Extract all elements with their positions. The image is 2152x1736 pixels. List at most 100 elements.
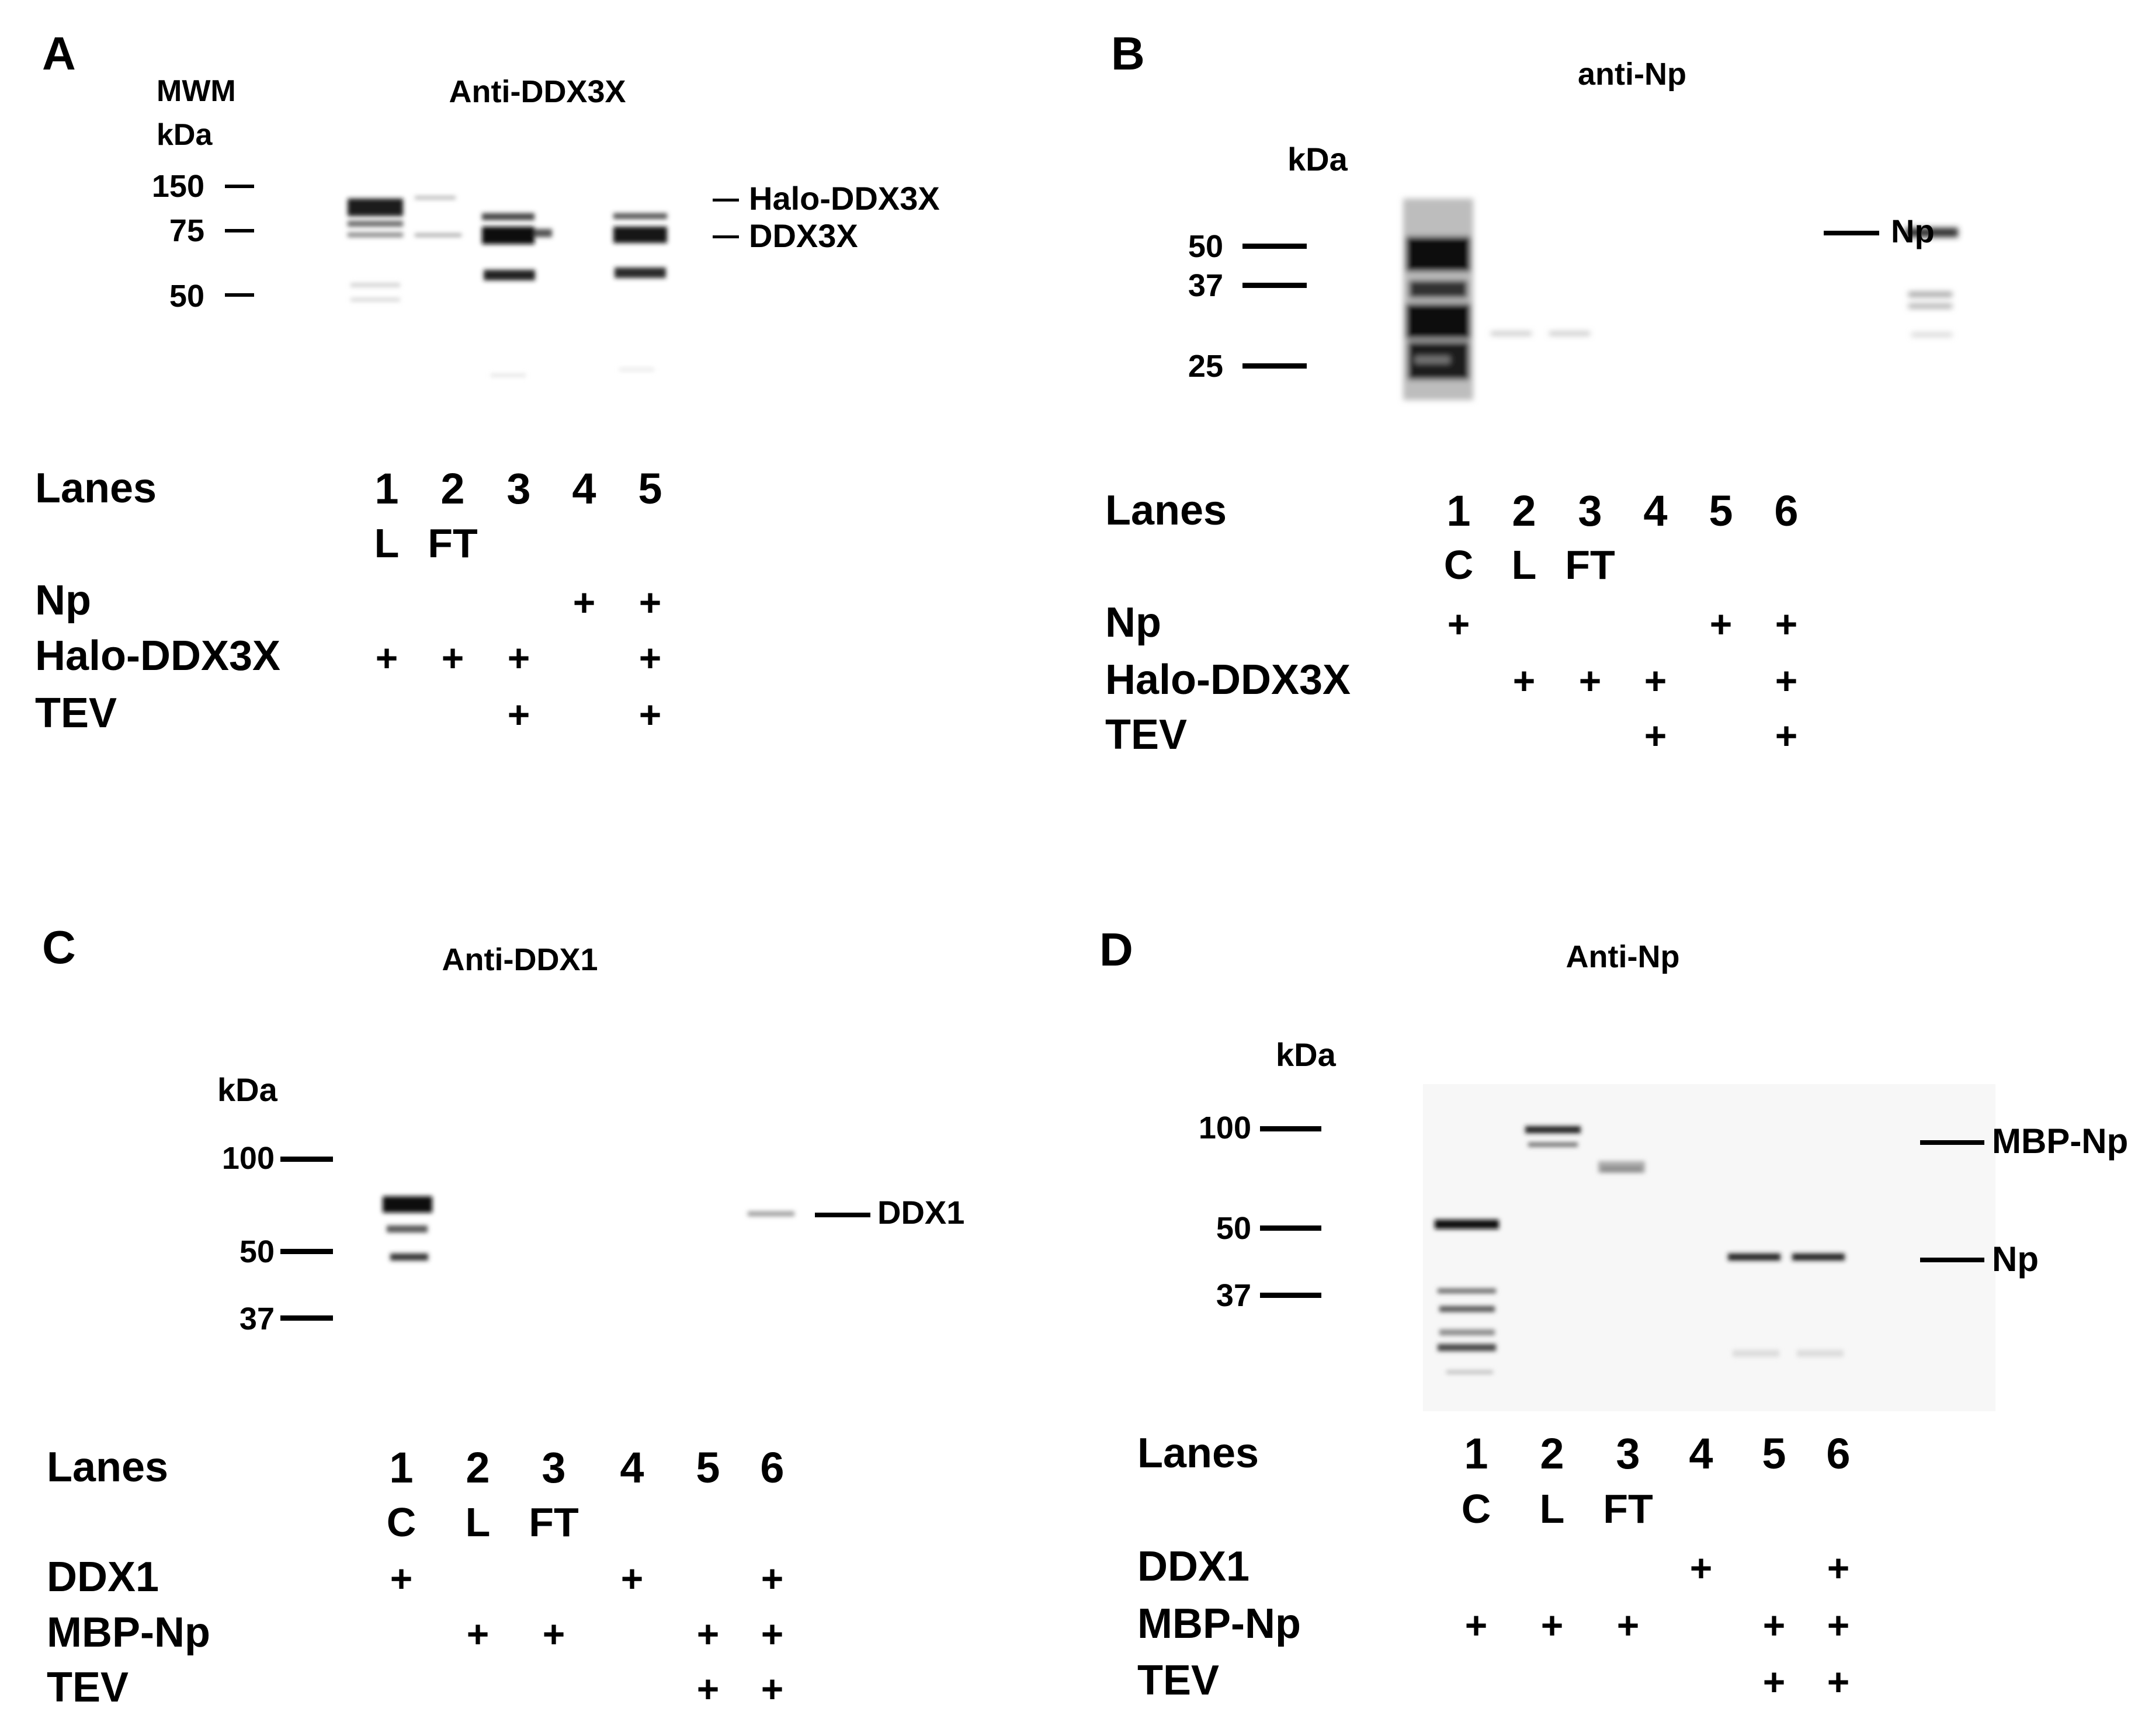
- lane-number: 3: [506, 464, 531, 513]
- condition-mark: +: [507, 693, 530, 736]
- kda-label: kDa: [1276, 1036, 1336, 1073]
- marker-37: 37: [1216, 1278, 1251, 1313]
- marker-100: 100: [221, 1141, 275, 1176]
- lane-number: 6: [760, 1443, 785, 1492]
- condition-mark: +: [1447, 602, 1470, 645]
- row-label-np: Np: [1105, 599, 1161, 646]
- kda-label: kDa: [217, 1071, 277, 1108]
- lane-number: 3: [1578, 487, 1602, 535]
- condition-mark: +: [542, 1612, 565, 1655]
- lane-number: 4: [1689, 1429, 1713, 1478]
- condition-mark: +: [1775, 714, 1798, 757]
- panel-letter: B: [1111, 27, 1145, 79]
- row-label-np: Np: [35, 577, 91, 624]
- lane-type: L: [465, 1499, 491, 1545]
- marker-150: 150: [151, 169, 204, 204]
- lanes-label: Lanes: [47, 1444, 169, 1491]
- marker-50: 50: [169, 279, 204, 314]
- lane-number: 1: [1464, 1429, 1488, 1478]
- lane-number: 3: [1616, 1429, 1640, 1478]
- row-label-tev: TEV: [47, 1664, 129, 1711]
- lane-number: 4: [572, 464, 596, 513]
- kda-label: kDa: [1287, 141, 1348, 178]
- marker-tick: [280, 1315, 333, 1321]
- band-label-ddx1: DDX1: [877, 1194, 965, 1231]
- condition-mark: +: [638, 693, 662, 736]
- lane-type: L: [1511, 542, 1537, 588]
- blot-title: Anti-DDX1: [442, 942, 598, 977]
- lane-number: 1: [374, 464, 399, 513]
- mwm-label: MWM: [157, 74, 236, 108]
- lane-number: 6: [1774, 487, 1799, 535]
- lane-type: C: [1461, 1486, 1491, 1532]
- condition-mark: +: [441, 636, 464, 679]
- marker-tick: [1242, 363, 1307, 369]
- condition-mark: +: [761, 1612, 784, 1655]
- condition-mark: +: [1616, 1603, 1640, 1647]
- row-label-ddx1: DDX1: [1137, 1543, 1250, 1590]
- condition-mark: +: [696, 1667, 720, 1710]
- lane-type: FT: [529, 1499, 579, 1545]
- marker-tick: [1242, 283, 1307, 288]
- lane-number: 6: [1826, 1429, 1851, 1478]
- marker-tick: [1260, 1126, 1321, 1131]
- lane-type: FT: [428, 520, 478, 566]
- lane-number: 5: [1762, 1429, 1786, 1478]
- western-blot-image: [383, 1196, 794, 1261]
- condition-mark: +: [1775, 659, 1798, 702]
- lane-number: 2: [440, 464, 465, 513]
- panel-d: D Anti-Np kDa 100 50 37 MBP-Np N: [1076, 868, 2152, 1736]
- marker-100: 100: [1198, 1110, 1251, 1145]
- condition-mark: +: [1827, 1660, 1850, 1703]
- western-blot-image: [1423, 1084, 1995, 1411]
- condition-mark: +: [761, 1557, 784, 1600]
- marker-37: 37: [239, 1301, 275, 1336]
- condition-mark: +: [572, 581, 596, 624]
- panel-letter: D: [1099, 923, 1133, 975]
- lane-number: 3: [542, 1443, 566, 1492]
- lanes-label: Lanes: [1137, 1430, 1259, 1477]
- marker-50: 50: [1188, 229, 1223, 264]
- condition-mark: +: [696, 1612, 720, 1655]
- lane-number: 4: [1643, 487, 1668, 535]
- lane-number: 2: [466, 1443, 490, 1492]
- lane-type: FT: [1603, 1486, 1653, 1532]
- row-label-tev: TEV: [35, 690, 117, 737]
- condition-mark: +: [620, 1557, 644, 1600]
- condition-mark: +: [390, 1557, 413, 1600]
- lane-number: 5: [638, 464, 662, 513]
- band-pointer: [713, 199, 739, 202]
- marker-tick: [1260, 1293, 1321, 1298]
- blot-title: Anti-DDX3X: [449, 74, 626, 109]
- band-label-halo-ddx3x: Halo-DDX3X: [749, 180, 940, 217]
- condition-mark: +: [1512, 659, 1536, 702]
- band-label-np: Np: [1992, 1239, 2039, 1279]
- western-blot-image: [348, 196, 667, 377]
- lanes-label: Lanes: [35, 465, 157, 512]
- marker-37: 37: [1188, 268, 1223, 303]
- marker-tick: [1260, 1225, 1321, 1231]
- condition-mark: +: [1540, 1603, 1564, 1647]
- condition-mark: +: [1827, 1603, 1850, 1647]
- lane-number: 4: [620, 1443, 644, 1492]
- band-pointer: [1920, 1258, 1984, 1262]
- panel-a: A Anti-DDX3X MWM kDa 150 75 50: [0, 0, 1076, 868]
- row-label-halo-ddx3x: Halo-DDX3X: [35, 633, 281, 679]
- lane-number: 1: [1446, 487, 1471, 535]
- condition-mark: +: [638, 636, 662, 679]
- row-label-tev: TEV: [1105, 711, 1188, 758]
- lane-number: 2: [1512, 487, 1536, 535]
- condition-mark: +: [507, 636, 530, 679]
- western-blot-image: [1403, 199, 1958, 400]
- condition-mark: +: [1578, 659, 1602, 702]
- lane-type: C: [386, 1499, 416, 1545]
- band-label-ddx3x: DDX3X: [749, 217, 858, 254]
- lane-type: FT: [1565, 542, 1615, 588]
- marker-25: 25: [1188, 349, 1223, 384]
- row-label-tev: TEV: [1137, 1657, 1220, 1704]
- band-pointer: [713, 235, 739, 238]
- marker-tick: [225, 229, 254, 232]
- row-label-mbp-np: MBP-Np: [1137, 1600, 1301, 1647]
- condition-mark: +: [1464, 1603, 1488, 1647]
- row-label-ddx1: DDX1: [47, 1554, 159, 1600]
